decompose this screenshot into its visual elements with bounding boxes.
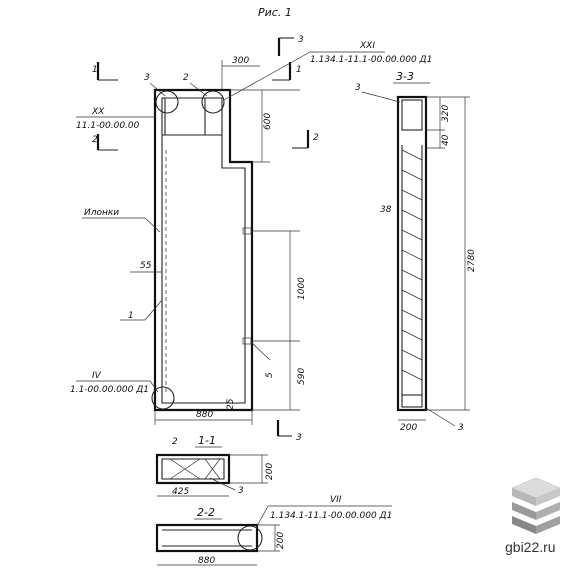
dim-55-text: 55 [140, 261, 152, 271]
dim-880-text: 880 [196, 410, 213, 420]
dim-590: 590 [252, 341, 307, 411]
ref-iv-label: IV [92, 371, 102, 381]
dim-880-main: 880 25 [154, 398, 253, 425]
ref-xxi-code: 1.134.1-11.1-00.00.000 Д1 [310, 55, 432, 65]
logo-layer-mid-left [512, 502, 536, 520]
figure-title: Рис. 1 [258, 6, 292, 19]
main-elevation [151, 88, 254, 412]
sec1-left-label: 1 [92, 65, 98, 75]
sec33-leader-3-bottom [425, 407, 456, 427]
embedded-plate-upper [242, 227, 252, 235]
pos-5: 5 [265, 372, 275, 378]
dim-25-text: 25 [226, 398, 236, 410]
dim-200-s11-text: 200 [265, 463, 275, 480]
leader-2-top [189, 82, 208, 97]
pos-1: 1 [128, 311, 134, 321]
sec33-stirrups [401, 149, 423, 381]
ref-iv-leader [149, 380, 159, 393]
dim-38-text: 38 [380, 205, 392, 215]
logo-layer-bottom-left [512, 516, 536, 534]
s22-outline [155, 523, 259, 553]
section-marker-2: 2 2 [92, 130, 319, 151]
section-marker-1: 1 1 [92, 62, 302, 81]
s11-leader-3 [209, 477, 236, 491]
s11-inner [161, 458, 225, 480]
sec3-top-label: 3 [298, 35, 304, 45]
ref-vii-label: VII [330, 495, 342, 505]
logo-layer-top-left [512, 488, 536, 506]
logo-layer-mid-right [536, 502, 560, 520]
sec33-outline [396, 95, 428, 412]
sec3-bottom-label: 3 [296, 433, 302, 443]
pos-5-leader [250, 341, 271, 361]
sec33-leader-3 [361, 91, 401, 103]
s11-pos-3: 3 [238, 486, 244, 496]
dim-200-side-text: 200 [400, 423, 417, 433]
dim-880-s22-text: 880 [198, 556, 215, 566]
s11-outline [155, 453, 231, 485]
ref-xx-code: 11.1-00.00.00 [76, 121, 140, 131]
pos-3-top: 3 [144, 73, 150, 83]
main-outline [153, 88, 254, 412]
pos-1-leader [144, 299, 163, 321]
watermark-logo [511, 477, 561, 534]
dim-300-text: 300 [232, 56, 249, 66]
pos-2-top: 2 [183, 73, 189, 83]
detail-circle-vii [237, 525, 263, 551]
note-iponki: Илонки [84, 208, 119, 218]
sec1-right-label: 1 [296, 65, 302, 75]
dim-200-s22-text: 200 [276, 532, 286, 549]
dim-425-text: 425 [172, 487, 189, 497]
sec33-top-block [401, 99, 423, 131]
dim-40-text: 40 [441, 134, 451, 146]
detail-circle-iv [151, 386, 175, 410]
logo-layer-top-right [536, 488, 560, 506]
watermark-text: gbi22.ru [505, 539, 556, 555]
dim-55: 55 [130, 261, 162, 273]
sec2-left-label: 2 [92, 135, 98, 145]
detail-circle-xx [155, 90, 179, 114]
leader-3-top [149, 82, 166, 97]
sec2-right-label: 2 [313, 133, 319, 143]
dim-590-text: 590 [297, 368, 307, 385]
section-33-title: 3-3 [396, 70, 414, 83]
logo-layer-bottom-right [536, 516, 560, 534]
section-marker-3: 3 3 [276, 35, 304, 443]
ref-xx-label: XX [91, 107, 105, 117]
s11-pos-2: 2 [172, 437, 178, 447]
section-11-title: 1-1 [198, 434, 216, 447]
section-1-1: 1-1 2 200 425 3 [155, 434, 275, 497]
dim-600-text: 600 [263, 113, 273, 130]
ref-vii-code: 1.134.1-11.1-00.00.000 Д1 [270, 511, 392, 521]
main-inner-outline [161, 97, 246, 404]
dim-1000: 1000 [252, 230, 307, 342]
sec33-bottom-block [401, 394, 423, 408]
sec33-pos-3: 3 [355, 83, 361, 93]
leaders-main: 3 2 XX 11.1-00.00.00 XXI 1.134.1-11.1-00… [70, 41, 432, 395]
dim-2780-text: 2780 [467, 249, 477, 272]
section-3-3: 3-3 3 38 320 40 2780 200 3 [355, 70, 477, 433]
dim-1000-text: 1000 [297, 277, 307, 300]
detail-circle-xxi [201, 90, 225, 114]
dim-600: 600 [230, 89, 300, 163]
ref-xxi-leader [223, 51, 311, 101]
s11-hatch [169, 458, 221, 480]
ref-vii-leader [255, 505, 269, 529]
embedded-plate-lower [242, 337, 252, 345]
ref-xxi-label: XXI [359, 41, 375, 51]
section-22-title: 2-2 [197, 506, 215, 519]
ref-iv-code: 1.1-00.00.000 Д1 [70, 385, 149, 395]
section-2-2: 2-2 200 880 VII 1.134.1-11.1-00.00.000 Д… [155, 495, 392, 566]
dim-320-text: 320 [441, 105, 451, 122]
sec33-pos-3-bottom: 3 [458, 423, 464, 433]
dim-300: 300 [221, 56, 260, 90]
note-iponki-leader [144, 217, 161, 233]
